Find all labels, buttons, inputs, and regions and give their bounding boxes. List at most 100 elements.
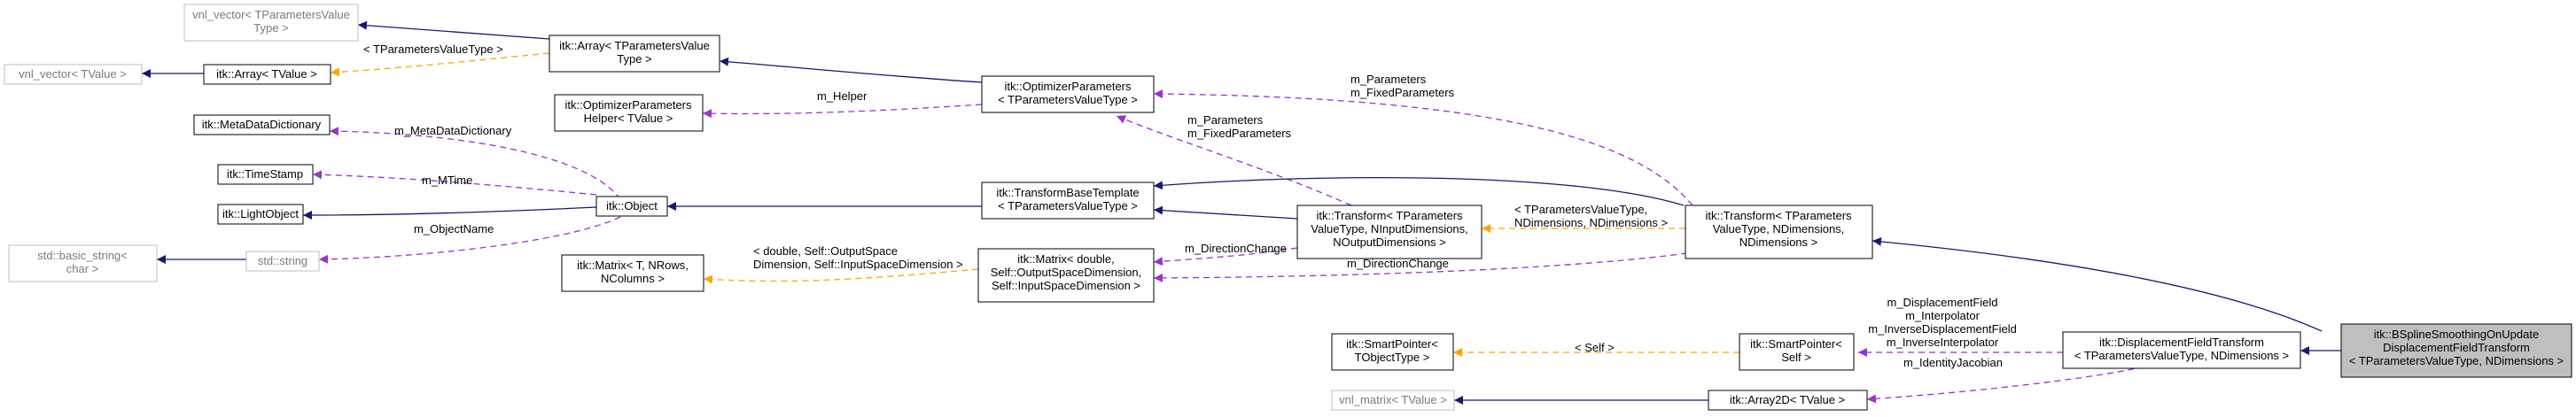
node-light-object[interactable]: itk::LightObject bbox=[217, 204, 304, 225]
text-line: itk::Matrix< double, bbox=[1017, 252, 1114, 266]
text-line: NOutputDimensions > bbox=[1333, 236, 1446, 249]
svg-text:itk::MetaDataDictionary: itk::MetaDataDictionary bbox=[202, 118, 322, 131]
svg-text:vnl_vector< TParametersValueTy: vnl_vector< TParametersValueType > bbox=[192, 8, 350, 35]
node-transform-base-template[interactable]: itk::TransformBaseTemplate< TParametersV… bbox=[981, 181, 1155, 220]
node-vnl-vector-tvalue[interactable]: vnl_vector< TValue > bbox=[4, 64, 143, 85]
edge-array-tparams-inherits-vnl-vector bbox=[357, 20, 550, 40]
label-helper: m_Helper bbox=[817, 89, 868, 103]
text-line: m_InverseDisplacementField bbox=[1868, 322, 2017, 336]
node-smart-pointer-self[interactable]: itk::SmartPointer<Self > bbox=[1739, 333, 1855, 371]
text-line: < TParametersValueType > bbox=[363, 42, 503, 56]
label-object-name: m_ObjectName bbox=[414, 222, 494, 236]
svg-text:itk::Matrix< double,Self::Outp: itk::Matrix< double,Self::OutputSpaceDim… bbox=[991, 252, 1142, 292]
svg-text:itk::TransformBaseTemplate< TP: itk::TransformBaseTemplate< TParametersV… bbox=[996, 186, 1139, 212]
label-mtime: m_MTime bbox=[422, 174, 472, 187]
text-line: < Self > bbox=[1575, 341, 1615, 354]
node-std-string[interactable]: std::string bbox=[245, 251, 320, 272]
svg-text:itk::Matrix< T, NRows,NColumns: itk::Matrix< T, NRows,NColumns > bbox=[577, 259, 689, 285]
node-matrix-double[interactable]: itk::Matrix< double,Self::OutputSpaceDim… bbox=[977, 248, 1155, 303]
text-line: itk::Transform< TParameters bbox=[1705, 209, 1852, 222]
svg-text:itk::DisplacementFieldTransfor: itk::DisplacementFieldTransform< TParame… bbox=[2074, 336, 2289, 362]
text-line: m_IdentityJacobian bbox=[1903, 356, 2003, 369]
edge-mtime-usage bbox=[312, 170, 597, 196]
label-identity-jacobian: m_IdentityJacobian bbox=[1903, 356, 2003, 369]
text-line: m_DirectionChange bbox=[1185, 242, 1287, 255]
node-vnl-matrix[interactable]: vnl_matrix< TValue > bbox=[1331, 390, 1455, 411]
text-line: m_DisplacementField bbox=[1887, 296, 1998, 309]
svg-text:vnl_matrix< TValue >: vnl_matrix< TValue > bbox=[1339, 393, 1447, 406]
text-line: NDimensions > bbox=[1739, 236, 1818, 249]
node-optimizer-parameters[interactable]: itk::OptimizerParameters< TParametersVal… bbox=[981, 75, 1155, 113]
node-array-tvalue[interactable]: itk::Array< TValue > bbox=[203, 64, 331, 85]
text-line: < TParametersValueType, NDimensions > bbox=[2074, 349, 2289, 362]
svg-text:itk::Transform< TParametersVal: itk::Transform< TParametersValueType, NI… bbox=[1311, 209, 1468, 249]
text-line: Type > bbox=[617, 52, 651, 66]
svg-text:itk::TimeStamp: itk::TimeStamp bbox=[227, 167, 303, 181]
text-line: itk::DisplacementFieldTransform bbox=[2099, 336, 2264, 349]
text-line: Type > bbox=[253, 21, 288, 35]
edge-optimizer-params-inherits-array bbox=[719, 57, 983, 83]
edge-direction-change-tn-usage bbox=[1153, 247, 1298, 266]
text-line: Self > bbox=[1781, 351, 1811, 364]
edge-parameters-tn-usage bbox=[1116, 115, 1352, 206]
edge-parameters-usage bbox=[1153, 89, 1693, 206]
text-line: itk::Object bbox=[606, 199, 658, 212]
text-line: m_Interpolator bbox=[1905, 309, 1980, 322]
text-line: NColumns > bbox=[601, 272, 665, 285]
edge-transform-ndim-inherits-tbt bbox=[1153, 176, 1685, 206]
text-line: itk::BSplineSmoothingOnUpdate bbox=[2374, 328, 2539, 341]
edge-metadata-usage bbox=[329, 127, 621, 200]
node-object[interactable]: itk::Object bbox=[595, 196, 668, 217]
edge-matrix-template bbox=[703, 268, 979, 284]
text-line: vnl_vector< TValue > bbox=[19, 67, 127, 81]
node-displacement-field-transform[interactable]: itk::DisplacementFieldTransform< TParame… bbox=[2062, 331, 2301, 369]
label-smart-pointer-template: < Self > bbox=[1575, 341, 1615, 354]
svg-text:itk::Array< TParametersValueTy: itk::Array< TParametersValueType > bbox=[559, 39, 710, 66]
text-line: itk::Transform< TParameters bbox=[1316, 209, 1463, 222]
text-line: Dimension, Self::InputSpaceDimension > bbox=[753, 258, 963, 271]
edge-identity-jacobian-usage bbox=[1866, 366, 2145, 404]
text-line: itk::MetaDataDictionary bbox=[202, 118, 322, 131]
text-line: m_InverseInterpolator bbox=[1887, 336, 1999, 349]
svg-text:std::basic_string<char >: std::basic_string<char > bbox=[37, 249, 128, 275]
node-array2d[interactable]: itk::Array2D< TValue > bbox=[1708, 390, 1868, 411]
text-line: m_FixedParameters bbox=[1187, 127, 1292, 140]
node-smart-pointer-t[interactable]: itk::SmartPointer<TObjectType > bbox=[1331, 333, 1454, 371]
text-line: Helper< TValue > bbox=[584, 112, 673, 125]
text-line: vnl_matrix< TValue > bbox=[1339, 393, 1447, 406]
text-line: itk::LightObject bbox=[222, 207, 299, 220]
text-line: < double, Self::OutputSpace bbox=[753, 244, 898, 258]
edge-direction-change-t-usage bbox=[1153, 252, 1688, 282]
svg-text:itk::Object: itk::Object bbox=[606, 199, 658, 212]
node-basic-string[interactable]: std::basic_string<char > bbox=[8, 244, 158, 282]
text-line: itk::Array< TValue > bbox=[216, 67, 317, 81]
svg-text:itk::Transform< TParametersVal: itk::Transform< TParametersValueType, ND… bbox=[1705, 209, 1852, 249]
svg-text:std::string: std::string bbox=[258, 254, 307, 267]
edge-object-inherits-lightobject bbox=[302, 206, 597, 220]
text-line: std::string bbox=[258, 254, 307, 267]
text-line: m_FixedParameters bbox=[1350, 86, 1455, 99]
text-line: itk::SmartPointer< bbox=[1750, 337, 1842, 351]
svg-text:itk::LightObject: itk::LightObject bbox=[222, 207, 299, 220]
edge-helper-usage bbox=[702, 104, 983, 119]
node-matrix-t[interactable]: itk::Matrix< T, NRows,NColumns > bbox=[561, 254, 704, 292]
text-line: Self::OutputSpaceDimension, bbox=[991, 266, 1142, 279]
edge-transform-n-inherits-tbt bbox=[1153, 205, 1298, 220]
text-line: itk::OptimizerParameters bbox=[1004, 80, 1132, 93]
text-line: itk::TransformBaseTemplate bbox=[996, 186, 1139, 199]
text-line: itk::OptimizerParameters bbox=[564, 98, 692, 112]
text-line: DisplacementFieldTransform bbox=[2383, 341, 2530, 354]
label-direction-change-tn: m_DirectionChange bbox=[1185, 242, 1287, 255]
node-time-stamp[interactable]: itk::TimeStamp bbox=[217, 164, 314, 185]
node-metadata-dictionary[interactable]: itk::MetaDataDictionary bbox=[193, 114, 331, 135]
